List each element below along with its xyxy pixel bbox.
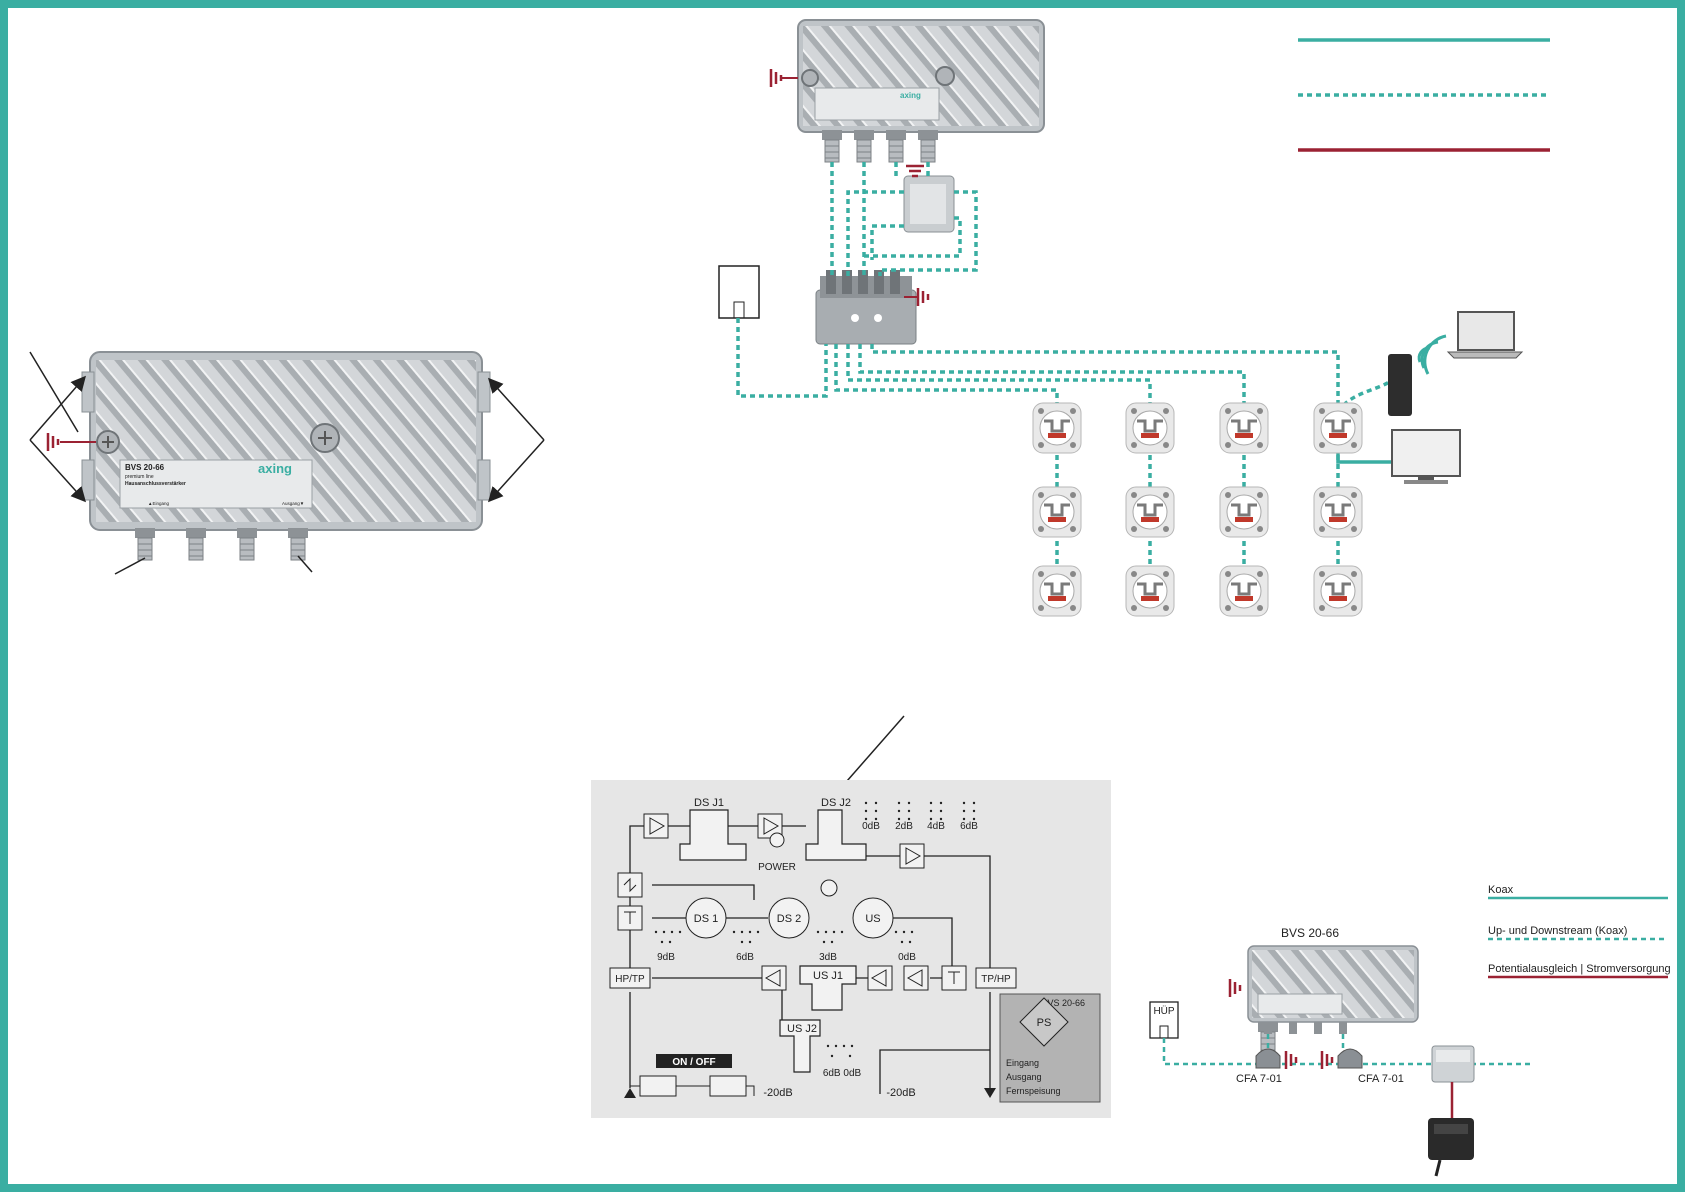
laptop-icon (1446, 311, 1524, 359)
us-j2-label: US J2 (787, 1023, 817, 1035)
jumper-ds1-6db: 6dB (736, 952, 754, 963)
jumper-us-0db: 0dB (898, 952, 916, 963)
jumper-ds2-4db: 4dB (927, 821, 945, 832)
legend-updown-label: Up- und Downstream (Koax) (1488, 925, 1627, 937)
amp-port-label-right: Ausgang▼ (282, 501, 304, 506)
top-amp-brand: axing (900, 91, 921, 100)
outlet-6 (1124, 485, 1176, 539)
legend-koax-label: Koax (1488, 884, 1514, 896)
tv-icon (1391, 429, 1461, 484)
ps-eingang-label: Eingang (1006, 1058, 1039, 1068)
jumper-mid-3db: 3dB (819, 952, 837, 963)
us-j1-label: US J1 (813, 970, 843, 982)
ground-symbol-top-amp (769, 67, 783, 89)
on-off-switch-label: ON / OFF (672, 1057, 715, 1068)
ps-label: PS (1037, 1017, 1052, 1029)
us-pot-label: US (865, 913, 880, 925)
amp-brand-logo: axing (258, 461, 292, 476)
jumper-ds1-9db: 9dB (657, 952, 675, 963)
outlet-10 (1124, 564, 1176, 618)
f-connector-2 (185, 527, 207, 561)
block-diagram: DS J1 DS J2 POWER DS 1 DS 2 US HP/TP TP/… (591, 715, 1111, 1118)
small-wiring-diagram: BVS 20-66 HÜP CFA 7-01 CFA 7-01 (1149, 884, 1671, 1177)
outlet-9 (1031, 564, 1083, 618)
f-connector-4 (287, 527, 309, 561)
outlet-3 (1218, 401, 1270, 455)
outlet-12 (1312, 564, 1364, 618)
amp-type-label: Hausanschlussverstärker (125, 481, 186, 487)
amplifier-photo-large: BVS 20-66 premium line Hausanschlussvers… (29, 351, 545, 575)
ground-symbol-splitter (904, 164, 926, 178)
amp-port-label-left: ▲Eingang (148, 501, 169, 506)
tp-hp-label: TP/HP (981, 974, 1011, 985)
outlet-8 (1312, 485, 1364, 539)
amp-subtitle-label: premium line (125, 474, 154, 480)
cfa-left-label: CFA 7-01 (1236, 1073, 1282, 1085)
ds-j2-label: DS J2 (821, 797, 851, 809)
outlet-11 (1218, 564, 1270, 618)
ground-symbol-distributor (916, 286, 930, 308)
ps-fernspeisung-label: Fernspeisung (1006, 1086, 1061, 1096)
hp-tp-label: HP/TP (615, 974, 645, 985)
small-amp-title: BVS 20-66 (1281, 926, 1339, 940)
ground-symbol-cfa-left (1284, 1049, 1298, 1071)
jumper-ds2-2db: 2dB (895, 821, 913, 832)
f-connector-3 (236, 527, 258, 561)
router-icon (1388, 334, 1447, 416)
jumper-usj2-label: 6dB 0dB (823, 1068, 862, 1079)
power-led-label: POWER (758, 862, 796, 873)
ground-symbol-large (46, 431, 60, 453)
distribution-diagram: axing (718, 19, 1550, 618)
f-connector-1 (134, 527, 156, 561)
outlet-4 (1312, 401, 1364, 455)
jumper-ds2-0db: 0dB (862, 821, 880, 832)
ds2-pot-label: DS 2 (777, 913, 801, 925)
ds-j1-label: DS J1 (694, 797, 724, 809)
ground-symbol-cfa-right (1320, 1049, 1334, 1071)
testpoint-left-label: -20dB (763, 1087, 792, 1099)
ds1-pot-label: DS 1 (694, 913, 718, 925)
jumper-ds2-6db: 6dB (960, 821, 978, 832)
legend-potential-label: Potentialausgleich | Stromversorgung (1488, 963, 1671, 975)
ground-symbol-small-amp (1228, 977, 1242, 999)
outlet-5 (1031, 485, 1083, 539)
ps-box-title: BVS 20-66 (1041, 998, 1085, 1008)
outlet-7 (1218, 485, 1270, 539)
outlet-1 (1031, 401, 1083, 455)
outlet-2 (1124, 401, 1176, 455)
amp-model-label: BVS 20-66 (125, 463, 165, 472)
testpoint-right-label: -20dB (886, 1087, 915, 1099)
ps-ausgang-label: Ausgang (1006, 1072, 1042, 1082)
hup-label: HÜP (1153, 1005, 1174, 1017)
cfa-right-label: CFA 7-01 (1358, 1073, 1404, 1085)
